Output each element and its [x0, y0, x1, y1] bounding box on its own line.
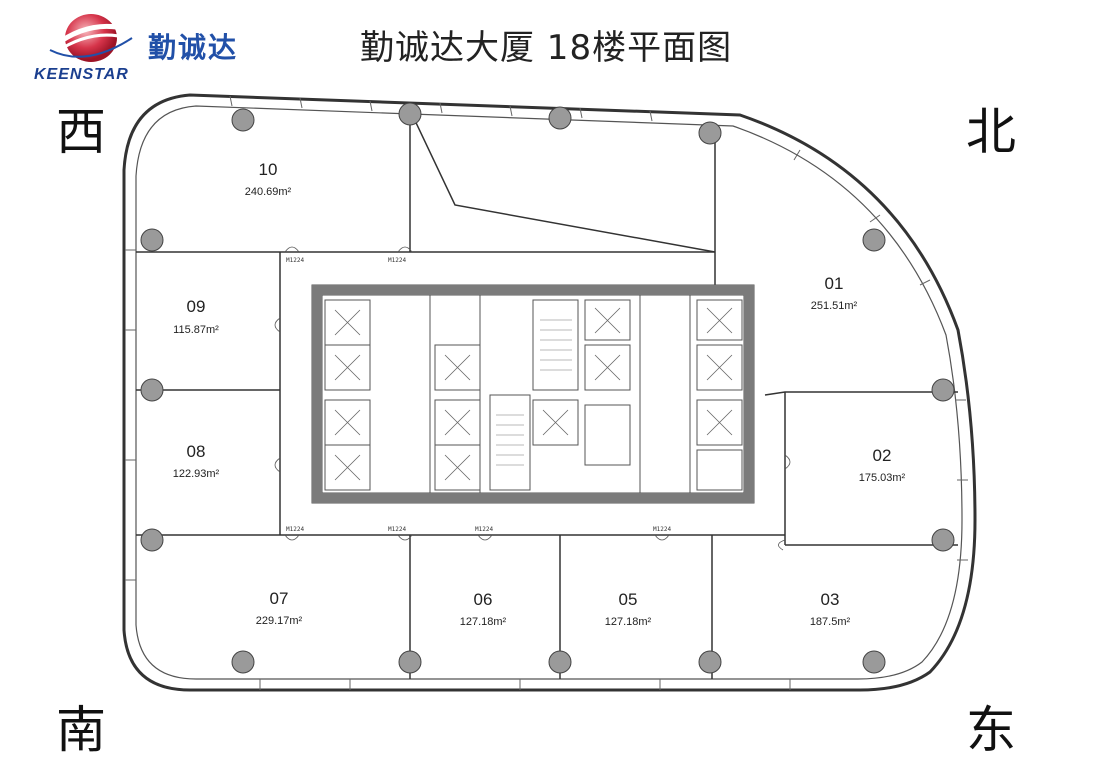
unit-number: 08: [187, 442, 206, 461]
unit-area: 127.18m²: [605, 616, 652, 628]
direction-north: 北: [966, 103, 1016, 161]
structural-columns: [140, 102, 955, 674]
unit-area: 115.87m²: [173, 324, 219, 336]
unit-area: 175.03m²: [859, 472, 906, 484]
building-outline-outer: [122, 93, 977, 692]
unit-number: 02: [873, 446, 892, 465]
unit-labels: 10 240.69m² 01 251.51m² 09 115.87m² 08 1…: [173, 160, 906, 628]
unit-area: 251.51m²: [811, 300, 858, 312]
unit-number: 09: [187, 297, 206, 316]
keenstar-logo: KEENSTAR 勤诚达: [28, 8, 258, 88]
direction-west: 西: [56, 103, 106, 161]
doors: [274, 246, 791, 551]
door-code: M1224: [475, 526, 493, 533]
door-code-labels: M1224 M1224 M1224 M1224 M1224 M1224: [286, 257, 671, 533]
building-outline-inner: [135, 105, 963, 680]
direction-south: 南: [56, 701, 106, 759]
unit-number: 01: [825, 274, 844, 293]
building-core: [311, 284, 755, 504]
logo-text-en: KEENSTAR: [34, 66, 129, 83]
unit-number: 07: [270, 589, 289, 608]
door-code: M1224: [388, 257, 406, 264]
logo-text-cn: 勤诚达: [148, 31, 239, 64]
door-code: M1224: [388, 526, 406, 533]
unit-area: 127.18m²: [460, 616, 507, 628]
unit-number: 05: [619, 590, 638, 609]
unit-number: 06: [474, 590, 493, 609]
unit-area: 240.69m²: [245, 186, 292, 198]
unit-number: 03: [821, 590, 840, 609]
page-title: 勤诚达大厦 18楼平面图: [360, 28, 733, 68]
door-code: M1224: [286, 257, 304, 264]
unit-area: 229.17m²: [256, 615, 303, 627]
unit-area: 187.5m²: [810, 616, 851, 628]
unit-number: 10: [259, 160, 278, 179]
direction-east: 东: [966, 701, 1016, 759]
door-code: M1224: [653, 526, 671, 533]
door-code: M1224: [286, 526, 304, 533]
unit-area: 122.93m²: [173, 468, 220, 480]
keenstar-logo-mark-icon: [49, 14, 133, 62]
facade-mullions: [125, 95, 968, 690]
